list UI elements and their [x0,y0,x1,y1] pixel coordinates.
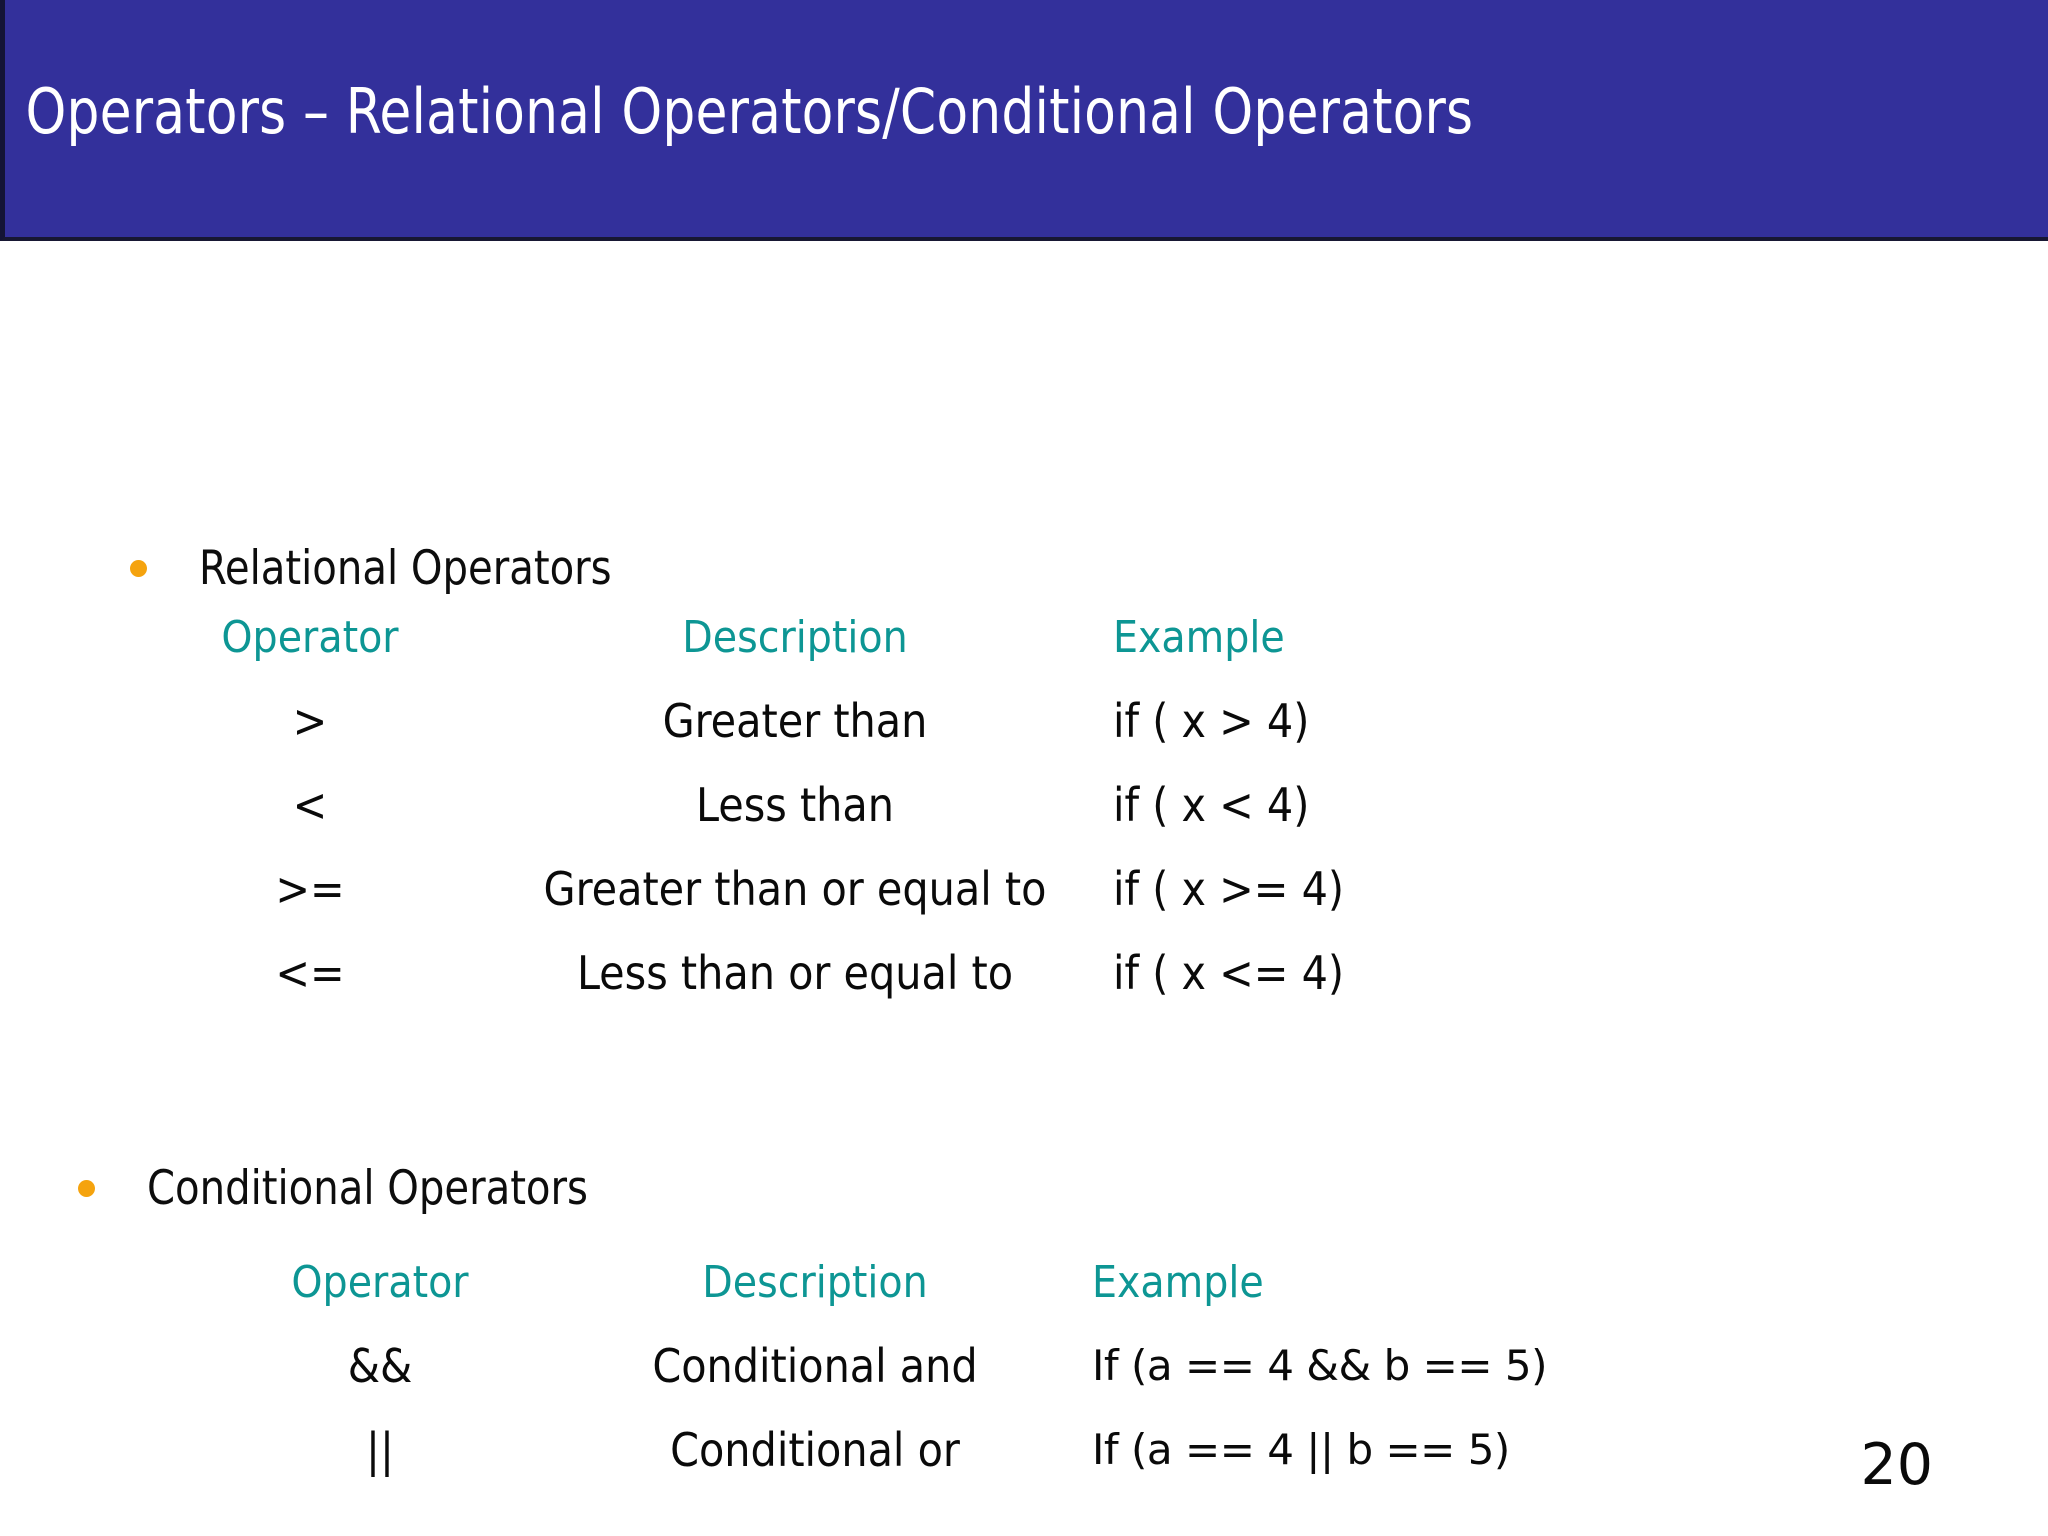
column-header-description: Description [682,612,908,663]
table-row: || Conditional or If (a == 4 || b == 5) [290,1415,1547,1499]
cell-operator: >= [275,862,345,916]
column-header-example: Example [1092,1257,1264,1308]
column-header-operator: Operator [221,612,399,663]
cell-example: If (a == 4 && b == 5) [1092,1341,1548,1390]
table-row: <= Less than or equal to if ( x <= 4) [215,938,1413,1022]
page-number: 20 [1860,1432,1933,1498]
cell-description: Greater than [662,694,928,748]
cell-operator: <= [275,946,345,1000]
cell-example: if ( x >= 4) [1113,862,1345,916]
cell-description: Greater than or equal to [543,862,1047,916]
relational-operators-table: Operator Description Example > Greater t… [215,616,1413,1022]
bullet-item-conditional-operators: Conditional Operators [78,1161,611,1216]
conditional-operators-table: Operator Description Example && Conditio… [290,1261,1547,1499]
bullet-label-relational-operators: Relational Operators [199,541,612,596]
table-row: < Less than if ( x < 4) [215,770,1413,854]
column-header-operator: Operator [291,1257,469,1308]
cell-operator: > [292,694,328,748]
cell-description: Conditional and [652,1339,978,1393]
bullet-item-relational-operators: Relational Operators [130,541,633,596]
bullet-dot-icon [78,1180,95,1197]
cell-operator: || [366,1423,394,1477]
table-header-row: Operator Description Example [215,616,1413,686]
table-row: >= Greater than or equal to if ( x >= 4) [215,854,1413,938]
slide-body: Relational Operators Operator Descriptio… [0,241,2048,1536]
cell-description: Less than [695,778,894,832]
column-header-description: Description [702,1257,928,1308]
column-header-example: Example [1113,612,1285,663]
cell-example: If (a == 4 || b == 5) [1092,1425,1510,1474]
cell-example: if ( x < 4) [1113,778,1310,832]
table-row: && Conditional and If (a == 4 && b == 5) [290,1331,1548,1415]
cell-description: Less than or equal to [576,946,1014,1000]
title-banner: Operators – Relational Operators/Conditi… [0,0,2048,241]
cell-operator: && [347,1339,413,1393]
cell-example: if ( x <= 4) [1113,946,1345,1000]
cell-description: Conditional or [670,1423,960,1477]
cell-example: if ( x > 4) [1113,694,1310,748]
table-row: > Greater than if ( x > 4) [215,686,1413,770]
cell-operator: < [292,778,328,832]
table-header-row: Operator Description Example [290,1261,1547,1331]
bullet-label-conditional-operators: Conditional Operators [147,1161,588,1216]
bullet-dot-icon [130,560,147,577]
slide-title: Operators – Relational Operators/Conditi… [25,75,1474,148]
